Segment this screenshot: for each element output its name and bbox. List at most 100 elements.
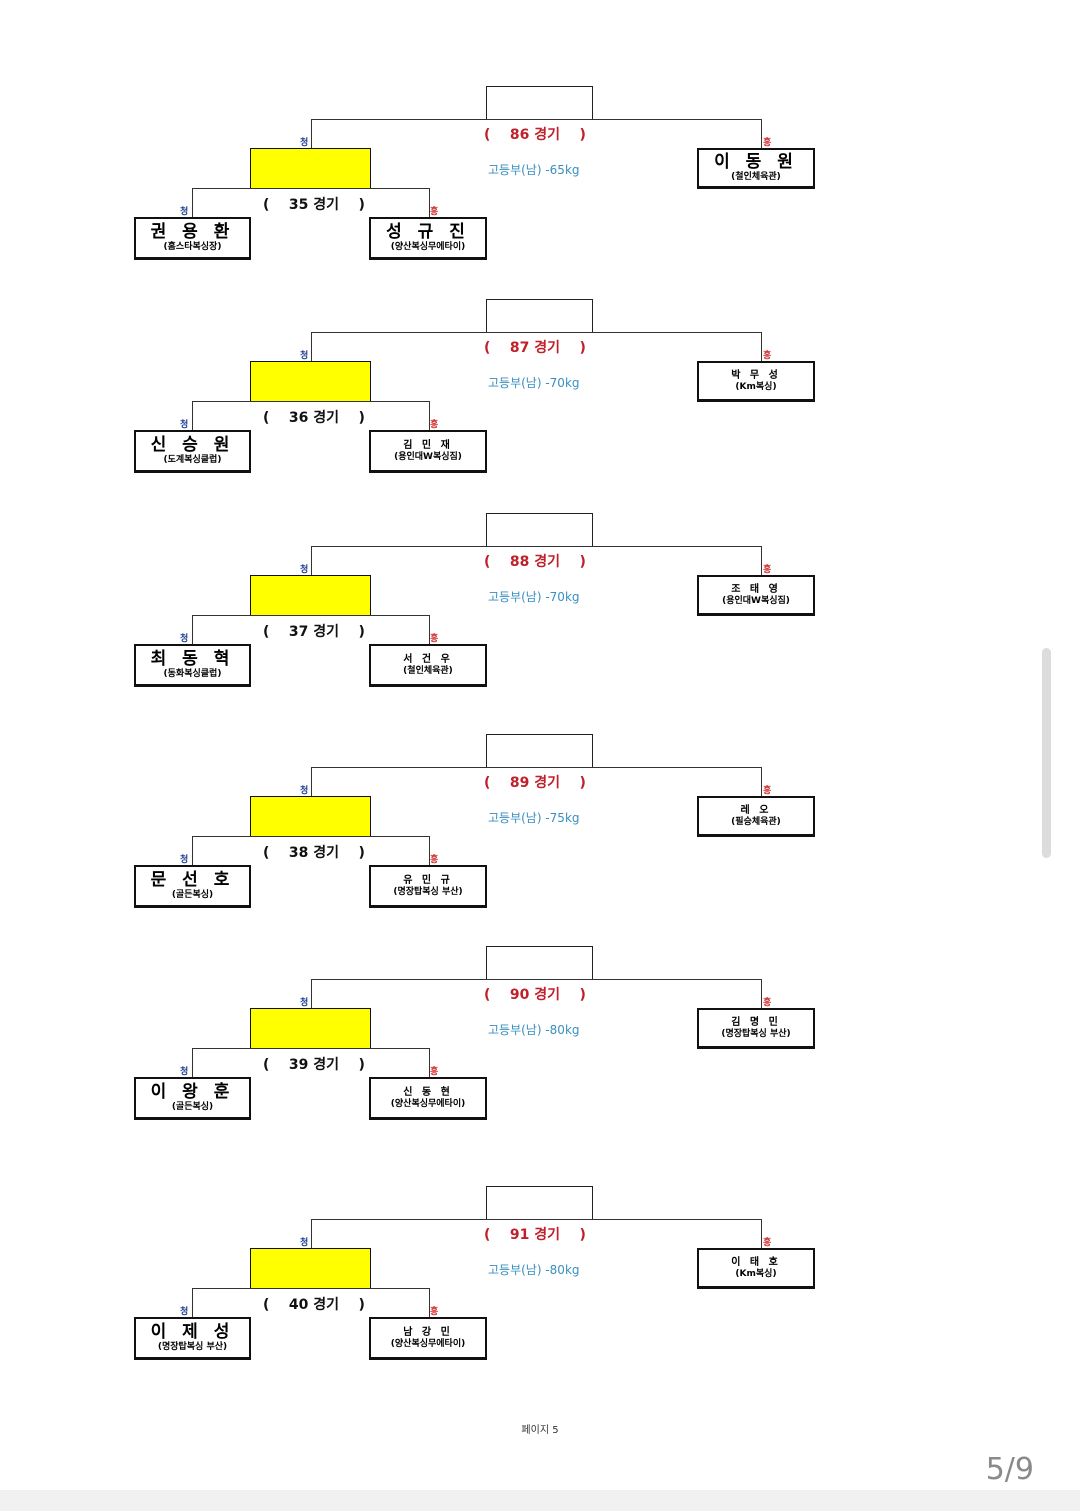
paren: ): [579, 987, 586, 1003]
paren: (: [484, 1227, 491, 1243]
semi-blue-player: 이 제 성(명장탑복싱 부산): [134, 1317, 251, 1360]
player-name: 권 용 환: [150, 222, 235, 242]
red-corner-label: 홍: [763, 786, 772, 796]
final-red-player: 조 태 영(용인대W복싱짐): [697, 575, 815, 616]
blue-corner-label: 청: [180, 634, 189, 644]
player-name: 김 민 재: [403, 439, 453, 451]
player-club: (골든복싱): [171, 890, 214, 900]
bracket-line: [192, 1288, 193, 1317]
semi-match-label: ( 35 경기 ): [263, 194, 365, 214]
bracket-line: [311, 1219, 312, 1248]
player-name: 이 제 성: [150, 1322, 235, 1342]
player-club: (명장탑복싱 부산): [721, 1028, 791, 1039]
bracket-line: [192, 1288, 430, 1289]
player-club: (명장탑복싱 부산): [393, 886, 463, 897]
bracket-line: [311, 767, 312, 796]
paren: ): [358, 624, 365, 640]
red-corner-label: 홍: [430, 420, 439, 430]
final-red-player: 김 명 민(명장탑복싱 부산): [697, 1008, 815, 1049]
blue-corner-label: 청: [180, 207, 189, 217]
paren: (: [263, 1297, 270, 1313]
player-name: 레 오: [740, 804, 772, 816]
bracket-line: [311, 332, 762, 333]
match-number: 37 경기: [288, 624, 340, 640]
blue-corner-label: 청: [180, 855, 189, 865]
bracket-line: [761, 332, 762, 361]
semi-red-player: 성 규 진(양산복싱무에타이): [369, 217, 487, 260]
bracket-line: [192, 836, 193, 865]
scrollbar[interactable]: [1042, 648, 1051, 858]
player-name: 이 동 원: [714, 152, 798, 172]
weight-category: 고등부(남) -80kg: [488, 1023, 580, 1037]
paren: ): [579, 127, 586, 143]
paren: ): [579, 1227, 586, 1243]
bracket-line: [192, 836, 430, 837]
semi-red-player: 유 민 규(명장탑복싱 부산): [369, 865, 487, 908]
semi-winner-box: [250, 148, 371, 189]
player-name: 유 민 규: [403, 874, 453, 886]
match-number: 91 경기: [509, 1227, 561, 1243]
player-name: 서 건 우: [403, 653, 453, 665]
blue-corner-label: 청: [300, 786, 309, 796]
player-club: (Km복싱): [735, 381, 777, 392]
weight-category: 고등부(남) -65kg: [488, 163, 580, 177]
blue-corner-label: 청: [300, 1238, 309, 1248]
bracket-line: [192, 188, 430, 189]
semi-match-label: ( 40 경기 ): [263, 1294, 365, 1314]
weight-category: 고등부(남) -70kg: [488, 590, 580, 604]
page-indicator: 5/9: [985, 1452, 1034, 1487]
red-corner-label: 홍: [763, 351, 772, 361]
semi-match-label: ( 37 경기 ): [263, 621, 365, 641]
player-club: (골든복싱): [171, 1102, 214, 1112]
bracket-line: [429, 188, 430, 217]
blue-corner-label: 청: [180, 1307, 189, 1317]
blue-corner-label: 청: [300, 565, 309, 575]
player-name: 신 승 원: [150, 435, 235, 455]
match-number: 87 경기: [509, 340, 561, 356]
final-match-label: ( 86 경기 ): [484, 124, 586, 144]
final-red-player: 이 태 호(Km복싱): [697, 1248, 815, 1289]
player-club: (Km복싱): [735, 1268, 777, 1279]
final-winner-box: [486, 86, 593, 120]
bracket-line: [192, 401, 193, 430]
blue-corner-label: 청: [300, 351, 309, 361]
red-corner-label: 홍: [430, 634, 439, 644]
bracket-line: [429, 401, 430, 430]
final-winner-box: [486, 946, 593, 980]
semi-blue-player: 이 왕 훈(골든복싱): [134, 1077, 251, 1120]
semi-blue-player: 문 선 호(골든복싱): [134, 865, 251, 908]
player-club: (철인체육관): [403, 665, 453, 676]
bracket-line: [429, 836, 430, 865]
bracket-line: [761, 767, 762, 796]
final-match-label: ( 90 경기 ): [484, 984, 586, 1004]
final-red-player: 이 동 원(철인체육관): [697, 148, 815, 189]
match-number: 90 경기: [509, 987, 561, 1003]
final-match-label: ( 91 경기 ): [484, 1224, 586, 1244]
semi-winner-box: [250, 361, 371, 402]
match-number: 36 경기: [288, 410, 340, 426]
match-number: 40 경기: [288, 1297, 340, 1313]
red-corner-label: 홍: [430, 855, 439, 865]
bracket-line: [311, 119, 762, 120]
blue-corner-label: 청: [180, 1067, 189, 1077]
paren: ): [579, 554, 586, 570]
semi-winner-box: [250, 796, 371, 837]
final-match-label: ( 89 경기 ): [484, 772, 586, 792]
final-winner-box: [486, 1186, 593, 1220]
red-corner-label: 홍: [430, 1067, 439, 1077]
bracket-line: [311, 1219, 762, 1220]
paren: (: [263, 197, 270, 213]
paren: ): [358, 197, 365, 213]
player-club: (필승체육관): [731, 816, 781, 827]
semi-red-player: 남 강 민(양산복싱무에타이): [369, 1317, 487, 1360]
final-winner-box: [486, 734, 593, 768]
paren: (: [263, 845, 270, 861]
semi-winner-box: [250, 575, 371, 616]
final-red-player: 레 오(필승체육관): [697, 796, 815, 837]
semi-winner-box: [250, 1248, 371, 1289]
bracket-line: [429, 1048, 430, 1077]
player-club: (양산복싱무에타이): [390, 242, 466, 252]
